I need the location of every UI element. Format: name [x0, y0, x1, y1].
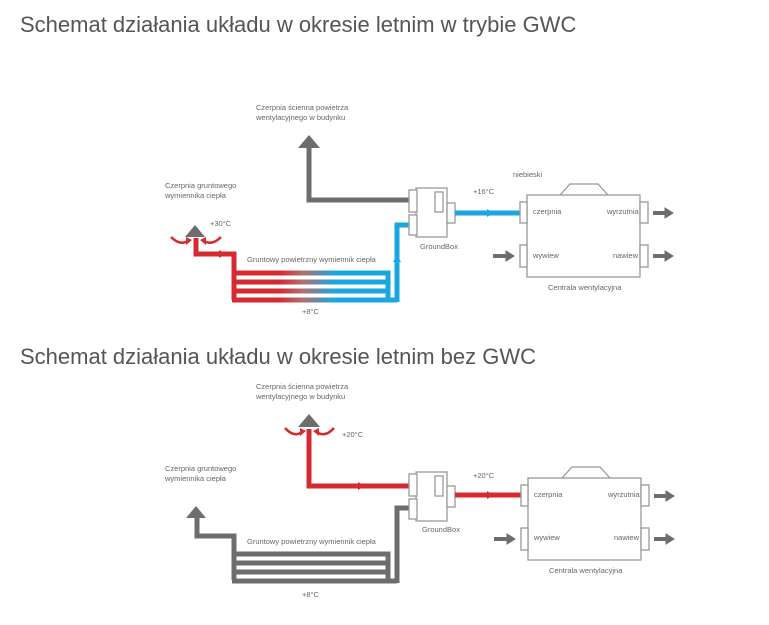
port-nawiew: nawiew — [613, 251, 639, 260]
ground-intake-label-2: wymiennika ciepła — [164, 474, 227, 483]
inflow-arrow-icon — [170, 236, 189, 245]
port-czerpnia: czerpnia — [534, 490, 563, 499]
wall-pipe — [306, 429, 410, 489]
ground-heat-exchanger — [232, 551, 397, 584]
inflow-arrow-icon — [203, 236, 222, 245]
port-wywiew: wywiew — [532, 251, 559, 260]
temp-ground: +8°C — [302, 590, 320, 599]
inflow-arrow-icon — [316, 427, 335, 436]
ground-heat-exchanger — [232, 270, 397, 303]
unit-label: Centrala wentylacyjna — [548, 283, 622, 292]
ground-intake-label-1: Czerpnia gruntowego — [165, 464, 236, 473]
temp-intake: +30°C — [210, 219, 232, 228]
wall-pipe — [306, 148, 410, 203]
ventilation-unit — [520, 466, 650, 561]
intake-pipe — [193, 238, 237, 300]
section1-title: Schemat działania układu w okresie letni… — [20, 12, 577, 37]
port-czerpnia: czerpnia — [533, 207, 562, 216]
flow-arrows — [494, 490, 675, 545]
unit-label: Centrala wentylacyjna — [549, 566, 623, 575]
wall-intake-label-1: Czerpnia ścienna powietrza — [256, 382, 349, 391]
color-note: niebieski — [513, 170, 543, 179]
groundbox — [408, 471, 456, 522]
ground-intake-cap-icon — [185, 225, 205, 237]
port-wyrzutnia: wyrzutnia — [606, 207, 640, 216]
exchanger-label: Gruntowy powietrzny wymiennik ciepła — [247, 537, 377, 546]
ground-intake-cap-icon — [186, 506, 206, 518]
groundbox-label: GroundBox — [420, 242, 458, 251]
wall-intake-label-2: wentylacyjnego w budynku — [255, 392, 345, 401]
flow-arrows — [493, 207, 674, 262]
return-pipe — [394, 222, 410, 302]
exchanger-label: Gruntowy powietrzny wymiennik ciepła — [247, 255, 377, 264]
ventilation-unit — [519, 183, 649, 278]
temp-supply: +20°C — [473, 471, 495, 480]
port-wyrzutnia: wyrzutnia — [607, 490, 641, 499]
port-wywiew: wywiew — [533, 533, 560, 542]
temp-intake: +20°C — [342, 430, 364, 439]
ground-intake-label-2: wymiennika ciepła — [164, 191, 227, 200]
diagram-with-gwc: Czerpnia ścienna powietrza wentylacyjneg… — [164, 103, 674, 316]
temp-ground: +8°C — [302, 307, 320, 316]
wall-intake-cap-icon — [298, 414, 320, 427]
temp-supply: +16°C — [473, 187, 495, 196]
return-pipe — [394, 505, 410, 583]
ground-intake-label-1: Czerpnia gruntowego — [165, 181, 236, 190]
intake-pipe — [194, 518, 237, 580]
section2-title: Schemat działania układu w okresie letni… — [20, 344, 537, 369]
groundbox — [408, 187, 456, 238]
diagram-without-gwc: Czerpnia ścienna powietrza wentylacyjneg… — [164, 382, 675, 599]
wall-intake-label-2: wentylacyjnego w budynku — [255, 113, 345, 122]
arrow-up-icon — [298, 135, 320, 148]
groundbox-label: GroundBox — [422, 525, 460, 534]
port-nawiew: nawiew — [614, 533, 640, 542]
wall-intake-label-1: Czerpnia ścienna powietrza — [256, 103, 349, 112]
inflow-arrow-icon — [284, 427, 303, 436]
